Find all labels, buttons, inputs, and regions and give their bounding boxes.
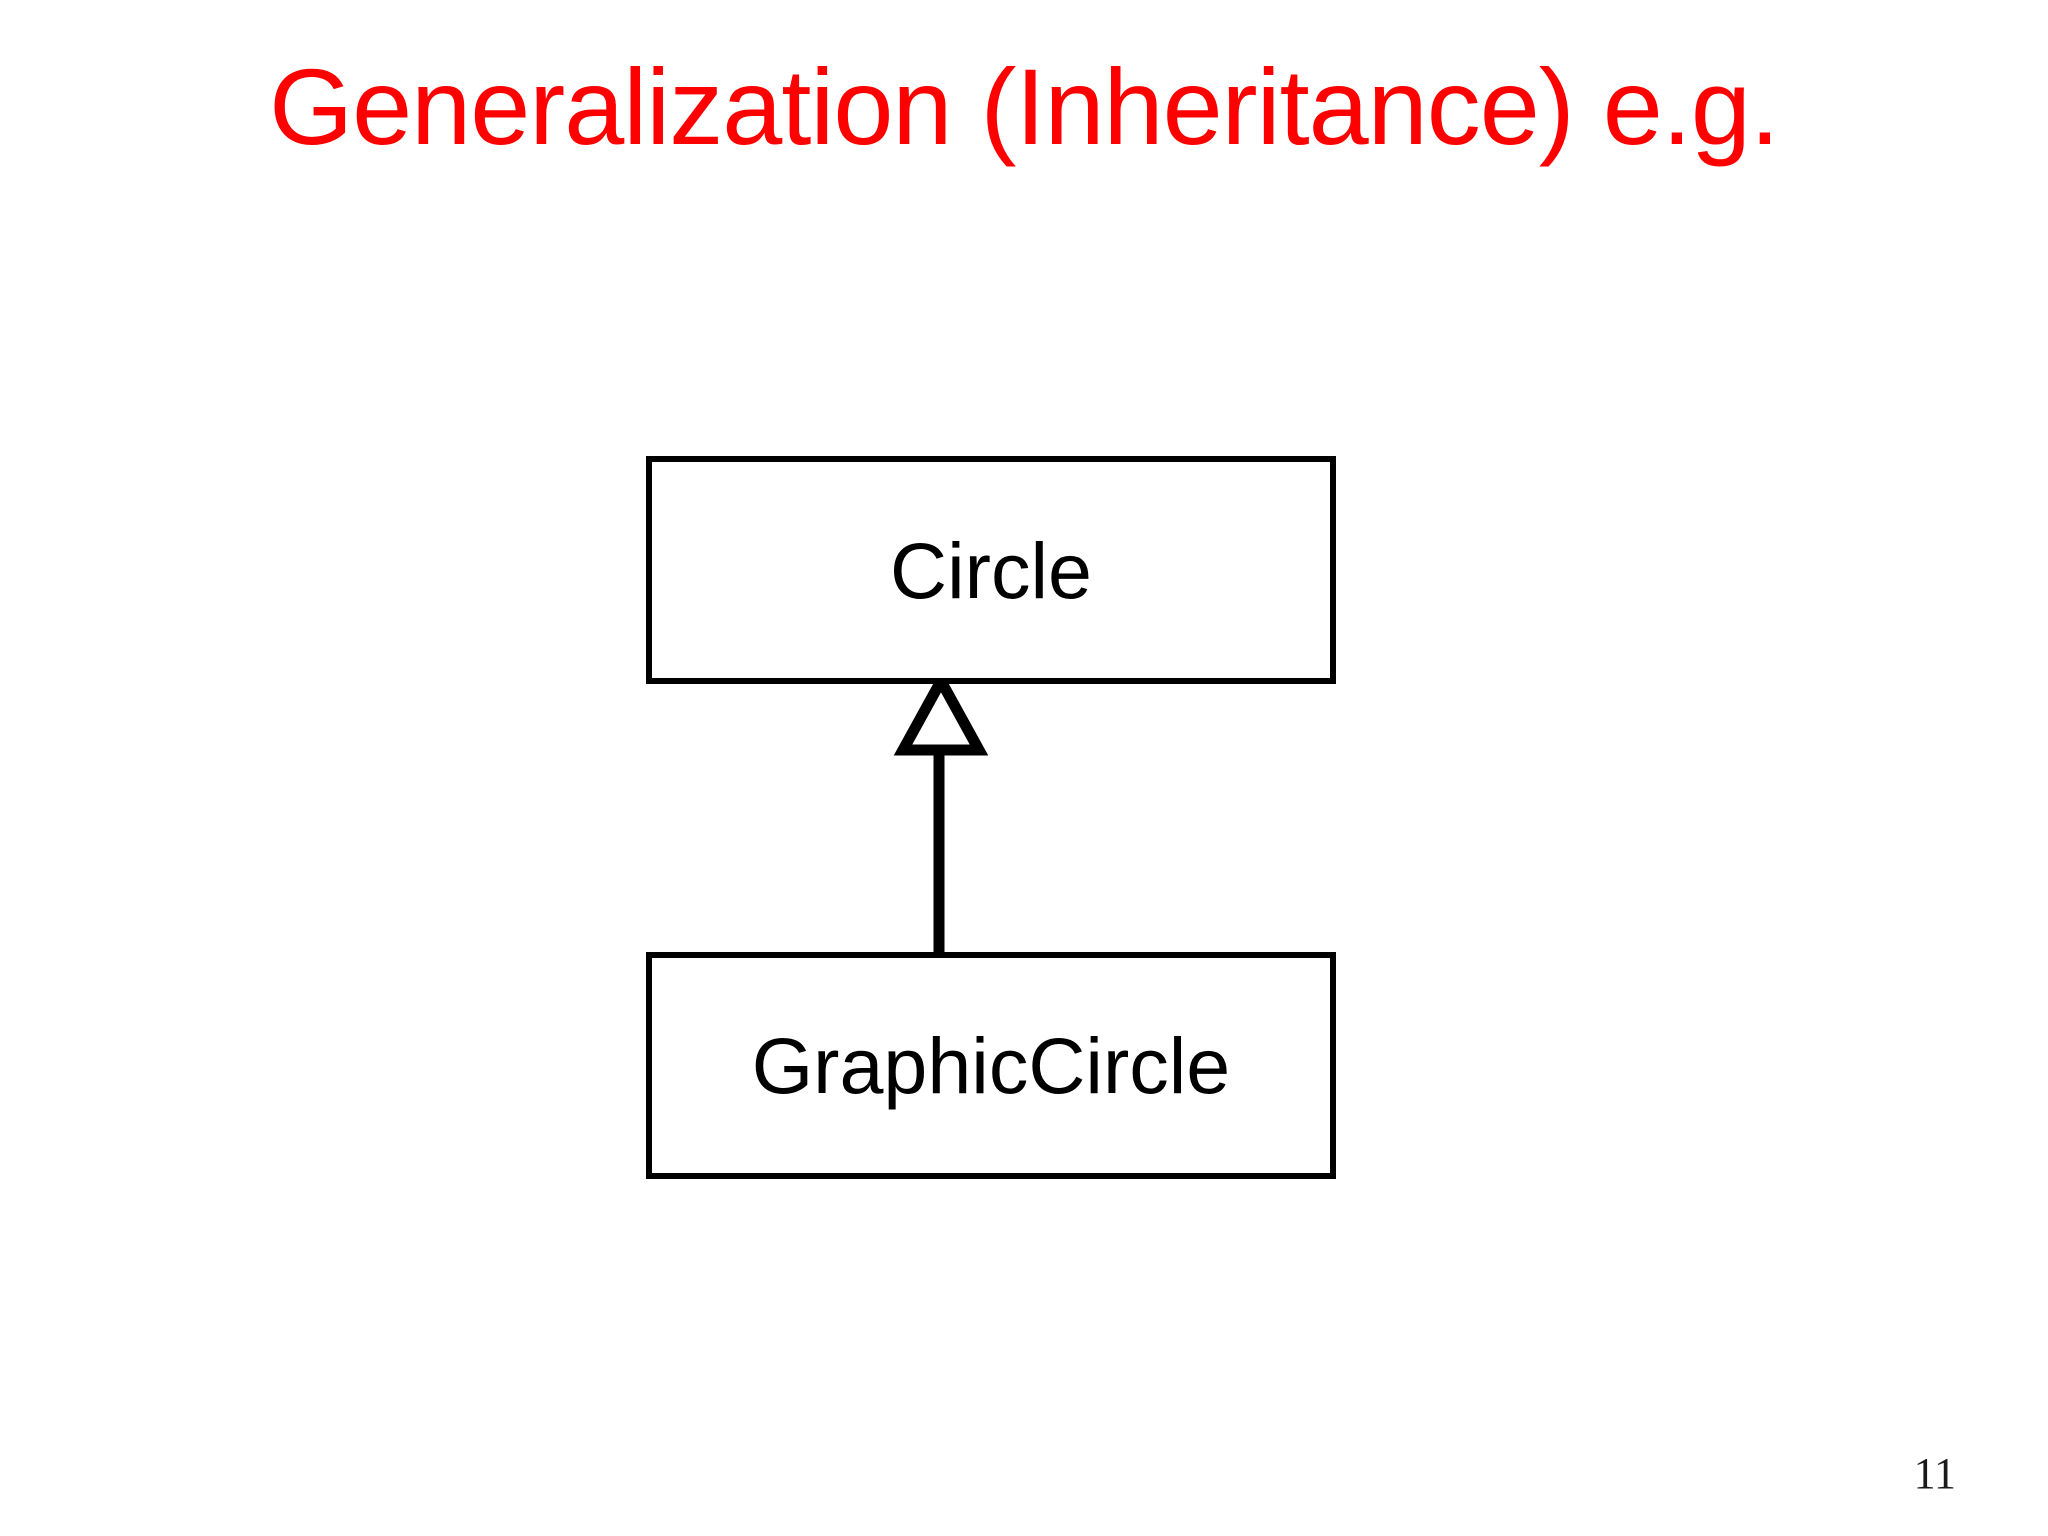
- class-box-circle[interactable]: Circle: [646, 456, 1336, 684]
- class-name-circle: Circle: [890, 525, 1092, 615]
- hollow-triangle-arrowhead: [893, 669, 989, 756]
- class-box-graphiccircle[interactable]: GraphicCircle: [646, 952, 1336, 1179]
- page-number: 11: [1913, 1449, 1956, 1498]
- page-title: Generalization (Inheritance) e.g.: [269, 46, 1780, 167]
- class-name-graphiccircle: GraphicCircle: [751, 1021, 1231, 1110]
